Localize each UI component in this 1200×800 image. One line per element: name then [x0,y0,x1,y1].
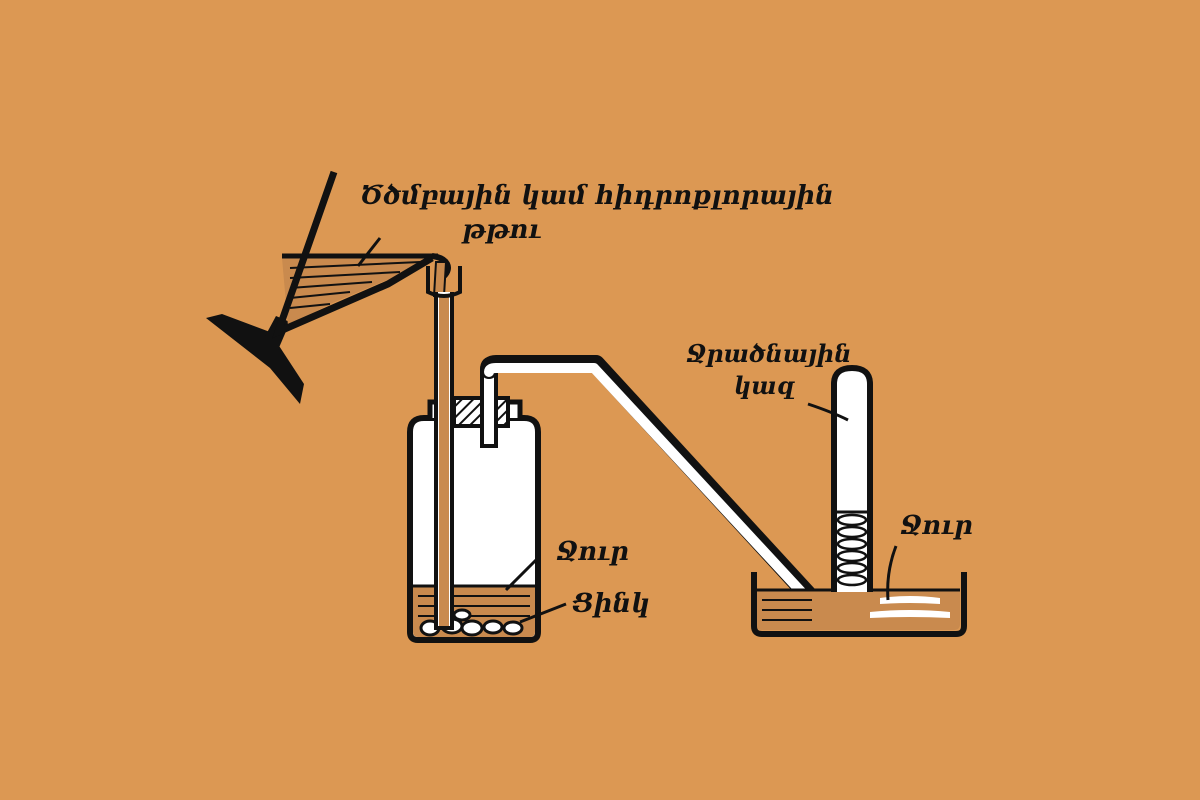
label-water-basin: Ջուր [900,511,973,541]
leader-water-flask [504,558,538,592]
label-zinc: Ցինկ [572,589,650,619]
label-gas: Ջրածնային [686,339,851,368]
generator-flask [407,266,541,643]
leader-zinc [519,602,567,624]
glass-wall [272,170,434,339]
label-gas-line2: կազ [734,371,796,400]
glass-liquid-hatching [289,261,421,309]
glass-base [206,314,304,404]
leader-water-basin [886,545,898,601]
funnel-tube-liquid [439,296,449,626]
label-acid-line2: թթու [461,215,541,245]
leader-gas [807,402,849,422]
tube-bubbles [836,513,868,587]
label-water-flask: Ջուր [556,537,629,567]
basin-water-highlights [870,596,950,618]
acid-stream [432,261,448,297]
pouring-glass [206,170,451,404]
collection-tube [831,364,873,592]
funnel-cup [426,266,462,298]
basin-wall [751,572,967,637]
label-acid: Ծծմբային կամ հիդրոքլորային [360,181,834,211]
basin-water-hatching [762,599,812,621]
leader-acid [356,237,382,267]
leader-lines [356,237,898,624]
